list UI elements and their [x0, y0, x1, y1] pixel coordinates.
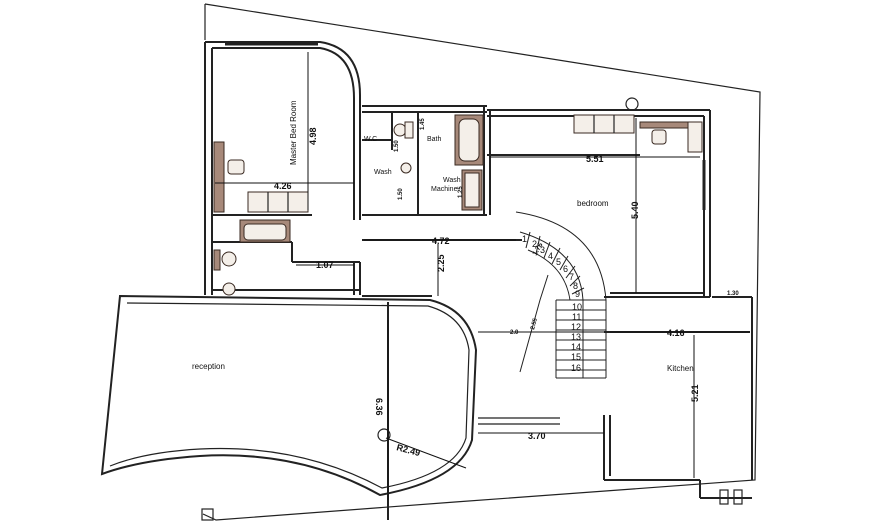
site-boundary	[201, 3, 761, 521]
stair-step-3: 3	[540, 245, 545, 255]
stair-step-12: 12	[571, 322, 581, 332]
reception-walls	[100, 294, 478, 520]
dim-kitchen-len: 5.21	[690, 384, 700, 402]
room-label-washing-machine: Wash Machine	[431, 177, 463, 193]
stair-step-13: 13	[571, 332, 581, 342]
stair-step-15: 15	[571, 352, 581, 362]
dim-bedroom-width: 5.51	[586, 154, 604, 164]
stair-step-6: 6	[563, 264, 568, 274]
dim-kitchen-width: 4.16	[667, 328, 685, 338]
master-bedroom-walls	[204, 41, 361, 295]
stair-step-2: 2	[532, 239, 537, 249]
dim-corridor-width: 4.72	[432, 236, 450, 246]
stair-step-16: 16	[571, 363, 581, 373]
dimension-lines	[215, 52, 750, 500]
stair-step-10: 10	[572, 302, 582, 312]
dim-kitchen-small: 1.30	[727, 291, 739, 297]
dim-small-room: 1.07	[316, 260, 334, 270]
room-label-bedroom: bedroom	[577, 199, 609, 208]
wet-area-walls	[362, 105, 491, 216]
stair-step-1: 1	[522, 234, 527, 244]
stair-step-4: 4	[548, 251, 553, 261]
dim-stair-gap: 2.55	[530, 317, 539, 330]
dim-wc-small: 1.50	[394, 140, 400, 152]
stair-step-14: 14	[571, 342, 581, 352]
dim-wash-small: 1.50	[398, 188, 404, 200]
kitchen-walls	[478, 297, 753, 505]
dim-bedroom-len: 5.40	[630, 201, 640, 219]
spiral-stair	[515, 211, 607, 379]
room-label-master: Master Bed Room	[289, 100, 298, 165]
stair-step-5: 5	[556, 257, 561, 267]
stair-step-7: 7	[569, 272, 574, 282]
room-label-bath: Bath	[427, 136, 442, 143]
dim-reception-radius: R2.49	[395, 442, 421, 458]
dim-entry-width: 3.70	[528, 431, 546, 441]
room-label-wash: Wash	[374, 169, 392, 176]
room-label-kitchen: Kitchen	[667, 364, 694, 373]
room-label-reception: reception	[192, 362, 225, 371]
stair-step-8: 8	[573, 281, 578, 291]
master-wardrobe	[213, 141, 309, 296]
dim-master-width: 4.26	[274, 181, 292, 191]
dim-reception-len: 6.36	[374, 398, 384, 416]
stair-step-9: 9	[575, 289, 580, 299]
dim-bath-width: 1.25	[458, 186, 464, 198]
room-label-wc: W.C	[364, 136, 377, 143]
dim-bath-small: 1.45	[420, 118, 426, 130]
dim-master-len: 4.98	[308, 127, 318, 145]
dim-corridor-len: 2.25	[436, 254, 446, 272]
stair-step-11: 11	[572, 312, 581, 322]
dim-stair-width: 2.0	[510, 330, 519, 336]
bedroom-walls	[487, 97, 752, 298]
